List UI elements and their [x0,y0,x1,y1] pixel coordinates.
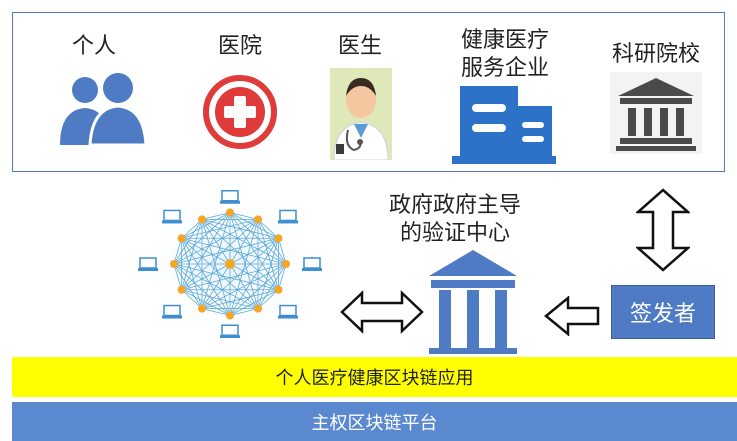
mesh-link [173,219,203,265]
mesh-link [173,237,279,265]
verification-center-line1: 政府政府主导 [388,193,521,218]
double-arrow-icon [340,290,424,334]
stakeholder-label-doctor: 医生 [337,34,382,59]
laptop-node-icon [277,209,298,224]
mesh-link [181,289,203,309]
issuer-box: 签发者 [611,285,715,339]
mesh-node [254,215,262,224]
mesh-link [201,219,231,316]
mesh-link [278,263,287,290]
mesh-hub-node [225,259,235,269]
mesh-link [201,212,231,220]
application-bar: 个人医疗健康区块链应用 [12,357,737,397]
blockchain-network-icon [134,190,326,338]
mesh-link [173,263,279,291]
mesh-node [170,260,178,268]
mesh-link [257,289,279,309]
person-group-icon [60,73,148,147]
mesh-link [229,308,259,316]
mesh-link [181,263,287,291]
mesh-link [173,263,203,309]
mesh-node [254,304,262,313]
mesh-link [201,308,231,316]
stakeholder-label-hospital: 医院 [217,34,262,59]
application-bar-label: 个人医疗健康区块链应用 [275,368,474,389]
mesh-link [278,238,287,265]
mesh-link [201,218,279,239]
stakeholder-label-company-line2: 服务企业 [460,56,549,81]
laptop-node-icon [277,304,298,319]
mesh-link [229,219,259,316]
government-building-icon [429,250,517,354]
mesh-node [274,234,283,243]
mesh-node [226,311,234,320]
mesh-link [181,219,203,290]
mesh-link [181,237,287,265]
hospital-cross-icon [203,75,277,149]
issuer-label: 签发者 [629,302,696,327]
laptop-node-icon [302,257,322,271]
stakeholder-label-university: 科研院校 [611,42,700,67]
mesh-node [282,260,290,268]
platform-bar-label: 主权区块链平台 [311,412,438,434]
mesh-node [177,285,186,294]
left-arrow-icon [544,296,600,336]
mesh-node [177,234,186,243]
mesh-link [173,238,182,265]
mesh-node [274,285,283,294]
mesh-link [181,289,231,316]
mesh-link [181,219,203,239]
university-icon [610,72,702,154]
mesh-link [173,263,259,309]
mesh-link [201,237,279,309]
mesh-link [257,219,279,239]
mesh-node [198,215,206,224]
mesh-link [229,212,259,220]
stakeholder-label-company-line1: 健康医疗 [460,28,549,53]
mesh-link [181,237,259,309]
verification-center-label: 政府政府主导 的验证中心 [370,192,540,248]
vertical-double-arrow-icon [636,188,690,272]
mesh-link [181,238,231,316]
company-building-icon [452,86,556,164]
mesh-link [201,219,279,291]
mesh-link [181,219,259,291]
mesh-link [173,263,182,290]
mesh-node [226,208,234,217]
mesh-link [229,212,259,309]
platform-bar: 主权区块链平台 [12,402,737,441]
mesh-link [201,212,231,309]
laptop-node-icon [220,324,240,338]
laptop-node-icon [162,209,183,224]
verification-center-line2: 的验证中心 [399,221,510,246]
laptop-node-icon [220,190,240,204]
stakeholder-label-individual: 个人 [71,34,116,59]
laptop-node-icon [162,304,183,319]
laptop-node-icon [138,257,158,271]
doctor-icon [330,68,392,160]
mesh-link [181,238,203,309]
mesh-link [201,219,287,265]
mesh-node [198,304,206,313]
